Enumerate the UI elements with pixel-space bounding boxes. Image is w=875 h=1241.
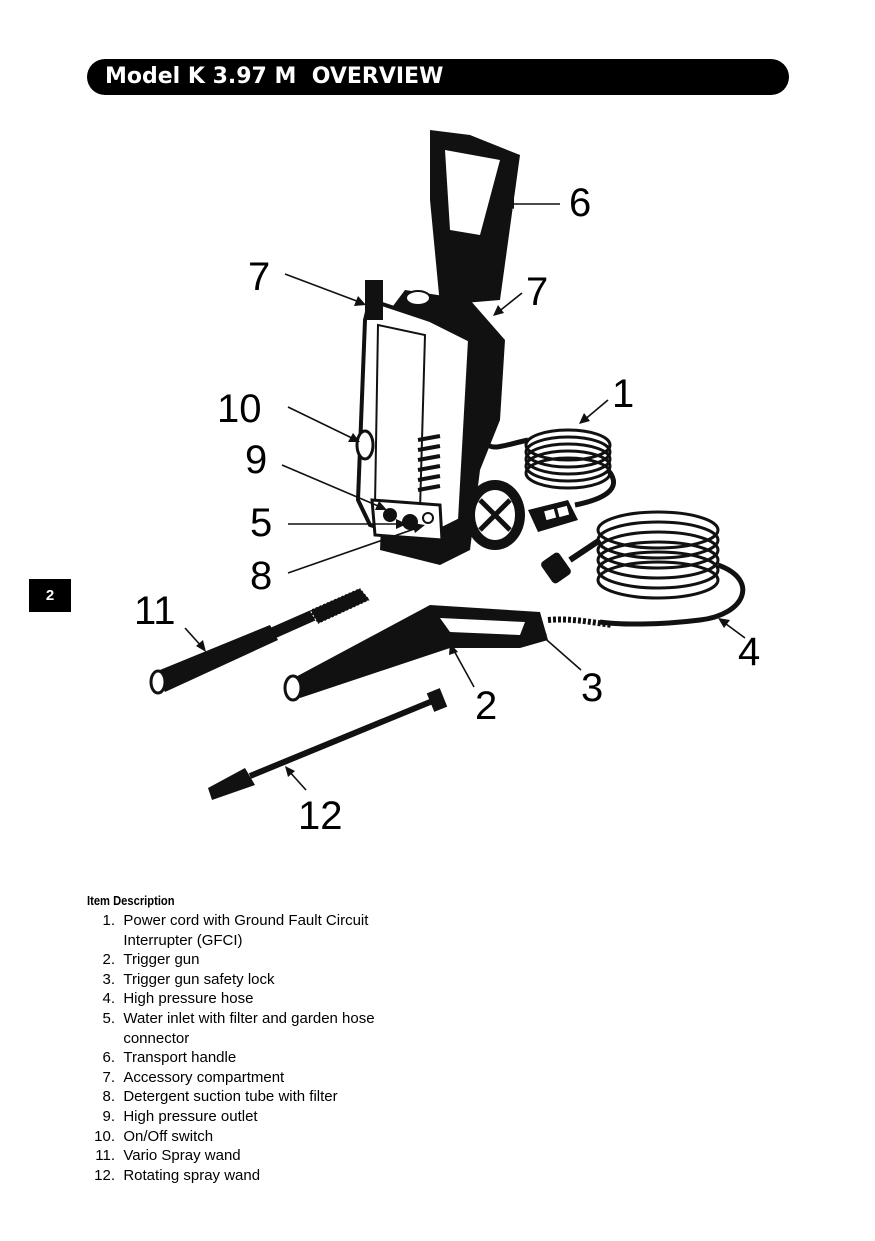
list-item: Interrupter (GFCI) xyxy=(123,931,243,949)
callout-number-7-left: 7 xyxy=(248,255,271,299)
callout-number-2: 2 xyxy=(475,684,498,728)
page-number-tab: 2 xyxy=(29,579,71,612)
item-description-legend: Item Description 1. Power cord with Grou… xyxy=(87,893,507,1185)
callout-number-1: 1 xyxy=(612,372,635,416)
legend-heading: Item Description xyxy=(87,893,175,908)
wheel-illustration xyxy=(465,480,525,550)
callout-number-8: 8 xyxy=(250,554,273,598)
list-item: 9. High pressure outlet xyxy=(102,1107,258,1125)
callout-number-10: 10 xyxy=(217,387,262,431)
list-item: 10. On/Off switch xyxy=(94,1127,214,1145)
callout-number-3: 3 xyxy=(581,666,604,710)
high-pressure-hose-illustration xyxy=(568,510,746,627)
list-item: 3. Trigger gun safety lock xyxy=(102,970,275,988)
callout-number-4: 4 xyxy=(738,630,761,674)
washer-body-illustration xyxy=(355,130,520,565)
list-item: 8. Detergent suction tube with filter xyxy=(102,1088,338,1106)
list-item: 5. Water inlet with filter and garden ho… xyxy=(102,1009,375,1027)
rotating-spray-wand-illustration xyxy=(208,688,448,800)
list-item: 2. Trigger gun xyxy=(102,951,200,969)
list-item: 6. Transport handle xyxy=(102,1049,237,1067)
callout-number-5: 5 xyxy=(250,501,273,545)
callout-number-6: 6 xyxy=(569,181,592,225)
callout-number-9: 9 xyxy=(245,438,268,482)
leader-arrowheads xyxy=(196,199,730,777)
list-item: connector xyxy=(123,1029,190,1047)
legend-list: 1. Power cord with Ground Fault Circuit … xyxy=(87,911,507,1185)
trigger-gun-illustration xyxy=(283,605,613,702)
pressure-washer-illustration xyxy=(149,130,746,800)
list-item: 7. Accessory compartment xyxy=(102,1068,285,1086)
list-item: 11. Vario Spray wand xyxy=(95,1147,241,1165)
list-item: 1. Power cord with Ground Fault Circuit xyxy=(102,912,369,929)
callout-number-11: 11 xyxy=(134,589,176,633)
page-title: Model K 3.97 M OVERVIEW xyxy=(87,59,789,95)
list-item: 4. High pressure hose xyxy=(102,990,254,1008)
list-item: 12. Rotating spray wand xyxy=(94,1166,261,1184)
gfci-plug-illustration xyxy=(528,500,578,532)
power-cord-illustration xyxy=(486,428,617,508)
vario-spray-wand-illustration xyxy=(149,587,371,695)
callout-number-12: 12 xyxy=(298,794,343,838)
callout-number-7-right: 7 xyxy=(526,270,549,314)
